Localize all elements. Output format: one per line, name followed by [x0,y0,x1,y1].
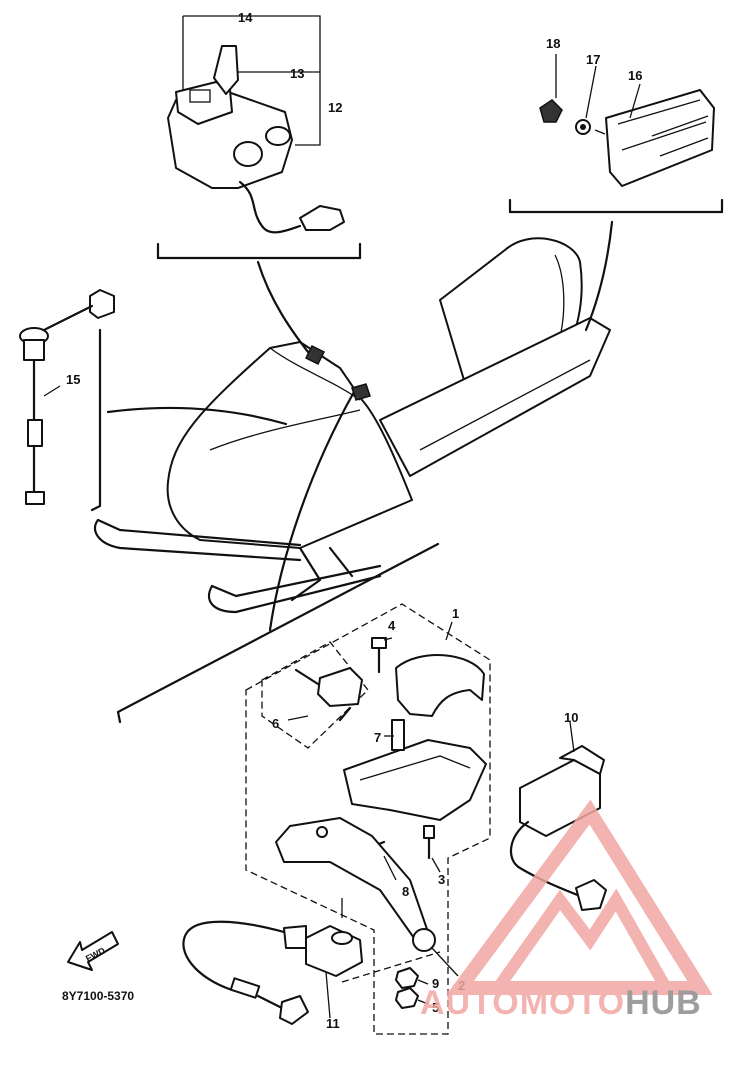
ground-line [116,542,440,724]
watermark-text-automoto: AUTOMOTO [420,984,625,1022]
part-number-4: 4 [388,618,396,633]
part-number-13: 13 [290,66,304,81]
throttle-sensor-harness [182,898,363,1025]
throttle-housing-assembly [245,603,491,1035]
part-number-9: 9 [432,976,439,991]
snowmobile-body [93,220,614,632]
part-number-14: 14 [238,10,253,25]
part-number-11: 11 [326,1016,340,1031]
part-number-16: 16 [628,68,642,83]
svg-text:AUTOMOTOHUB: AUTOMOTOHUB [420,984,702,1022]
part-number-17: 17 [586,52,600,67]
watermark-logo: AUTOMOTOHUB [420,799,713,1022]
part-number-1: 1 [452,606,459,621]
part-number-15: 15 [66,372,80,387]
part-number-5: 5 [432,1000,439,1015]
reflector-assembly [508,54,724,214]
drawing-code: 8Y7100-5370 [62,989,134,1003]
kill-switch-rod [19,289,115,512]
watermark-text-hub: HUB [625,984,702,1022]
part-number-18: 18 [546,36,560,51]
part-number-10: 10 [564,710,578,725]
part-number-labels: 14 13 12 18 17 16 15 1 4 6 7 10 3 8 2 9 … [66,10,642,1031]
leader-lines [287,621,459,977]
part-number-7: 7 [374,730,381,745]
part-number-8: 8 [402,884,409,899]
nuts-9-5 [395,967,429,1009]
part-number-6: 6 [272,716,279,731]
forward-arrow: FWD [67,931,119,971]
control-box-assembly [156,15,362,260]
part-number-12: 12 [328,100,342,115]
part-number-3: 3 [438,872,445,887]
